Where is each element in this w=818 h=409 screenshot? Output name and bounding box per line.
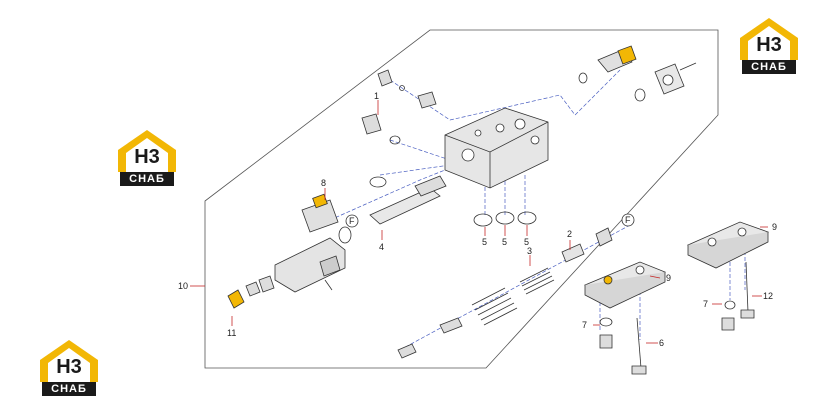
logo-brand-text: CHAБ xyxy=(120,172,174,186)
callout-11: 11 xyxy=(227,328,236,338)
brand-logo-top-right: H3 CHAБ xyxy=(738,16,800,76)
logo-brand-text: CHAБ xyxy=(742,60,796,74)
callout-5a: 5 xyxy=(482,237,487,247)
cover-plate-9b xyxy=(686,221,770,269)
cover-plate-9a xyxy=(584,261,667,309)
plug-7b xyxy=(721,300,736,331)
callout-9b: 9 xyxy=(772,222,777,232)
f-marker-b: F xyxy=(625,215,631,225)
end-cap xyxy=(654,62,697,95)
o-ring xyxy=(389,135,401,145)
callout-2: 2 xyxy=(567,229,572,239)
f-marker-circle xyxy=(621,213,635,227)
part-8 xyxy=(301,193,339,233)
callout-8: 8 xyxy=(321,178,326,188)
house-icon xyxy=(40,340,98,382)
callout-5c: 5 xyxy=(524,237,529,247)
logo-mark: H3 xyxy=(756,34,782,56)
o-ring xyxy=(634,88,646,102)
rod xyxy=(397,317,463,359)
plug-7a xyxy=(599,317,613,349)
callout-12: 12 xyxy=(763,291,773,301)
sleeve-2 xyxy=(561,227,613,263)
f-marker-a: F xyxy=(349,216,355,226)
callout-7b: 7 xyxy=(703,299,708,309)
callout-9a: 9 xyxy=(666,273,671,283)
spring-3 xyxy=(471,267,555,326)
bolt-12 xyxy=(740,261,755,319)
brand-logo-bottom-left: H3 CHAБ xyxy=(38,338,100,398)
logo-mark: H3 xyxy=(56,356,82,378)
solenoid-plug xyxy=(597,45,637,73)
seal-ring-5 xyxy=(517,211,537,225)
logo-mark: H3 xyxy=(134,146,160,168)
f-marker-circle xyxy=(345,214,359,228)
plug-cap-1 xyxy=(361,113,382,135)
o-ring xyxy=(338,226,352,244)
leader-lines xyxy=(190,100,768,344)
o-ring xyxy=(369,176,387,188)
callout-5b: 5 xyxy=(502,237,507,247)
brand-logo-left: H3 CHAБ xyxy=(116,128,178,188)
bolt-6 xyxy=(631,317,647,375)
housing-10 xyxy=(274,237,346,293)
valve-body xyxy=(444,107,549,189)
callout-10: 10 xyxy=(178,281,188,291)
callout-4: 4 xyxy=(379,242,384,252)
plug-cap-top xyxy=(377,69,437,109)
callout-1: 1 xyxy=(374,91,379,101)
callout-6: 6 xyxy=(659,338,664,348)
seal-ring-5 xyxy=(473,213,493,227)
o-ring xyxy=(578,72,588,84)
house-icon xyxy=(740,18,798,60)
seal-ring-5 xyxy=(495,211,515,225)
spool-4 xyxy=(369,175,447,225)
house-icon xyxy=(118,130,176,172)
logo-brand-text: CHAБ xyxy=(42,382,96,396)
callout-3: 3 xyxy=(527,246,532,256)
fitting-11 xyxy=(227,275,275,309)
callout-7a: 7 xyxy=(582,320,587,330)
assembly-frame xyxy=(204,29,719,369)
